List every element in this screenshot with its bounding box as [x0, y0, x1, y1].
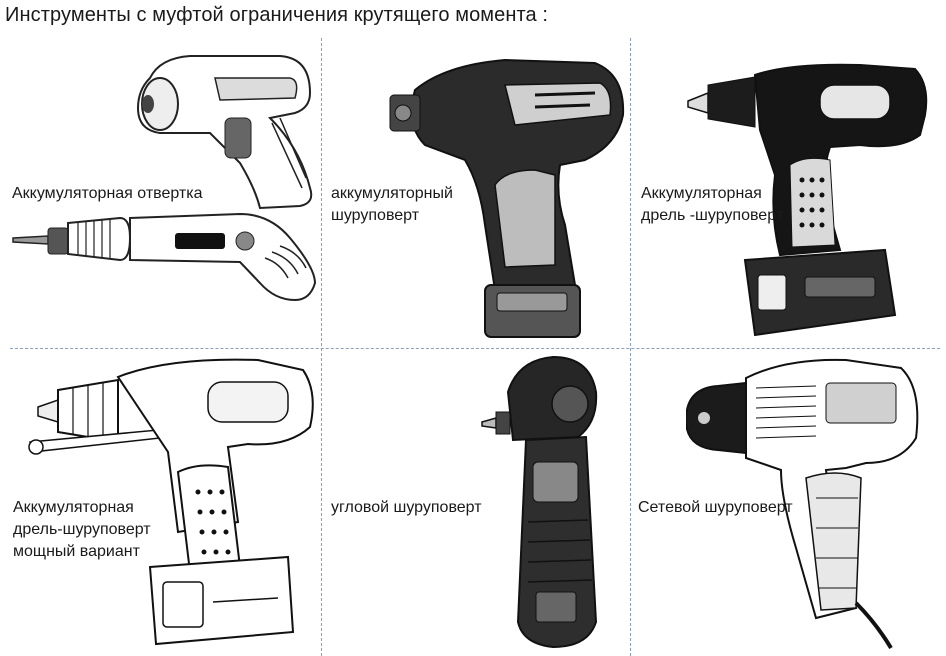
grid-divider-vertical-1 — [321, 38, 322, 656]
cell-label-drill-driver: Аккумуляторная дрель -шуруповерт — [641, 185, 784, 224]
cell-label-heavy-drill-driver: Аккумуляторная дрель-шуруповерт мощный в… — [13, 499, 151, 560]
grid-divider-horizontal — [10, 348, 940, 349]
grid-divider-vertical-2 — [630, 38, 631, 656]
corded-screwdriver-icon — [686, 358, 936, 654]
cell-label-corded-screwdriver: Сетевой шуруповерт — [638, 499, 793, 516]
impact-driver-icon — [385, 45, 630, 343]
heavy-drill-driver-icon — [28, 352, 320, 652]
cell-label-cordless-screwdriver: Аккумуляторная отвертка — [12, 185, 203, 202]
cell-label-impact-driver: аккумуляторный шуруповерт — [331, 185, 453, 224]
cordless-screwdriver-icon — [10, 38, 320, 308]
drill-driver-icon — [680, 55, 932, 345]
angle-screwdriver-icon — [478, 352, 608, 652]
cell-label-angle-screwdriver: угловой шуруповерт — [331, 499, 482, 516]
page-title: Инструменты с муфтой ограничения крутяще… — [5, 4, 549, 26]
